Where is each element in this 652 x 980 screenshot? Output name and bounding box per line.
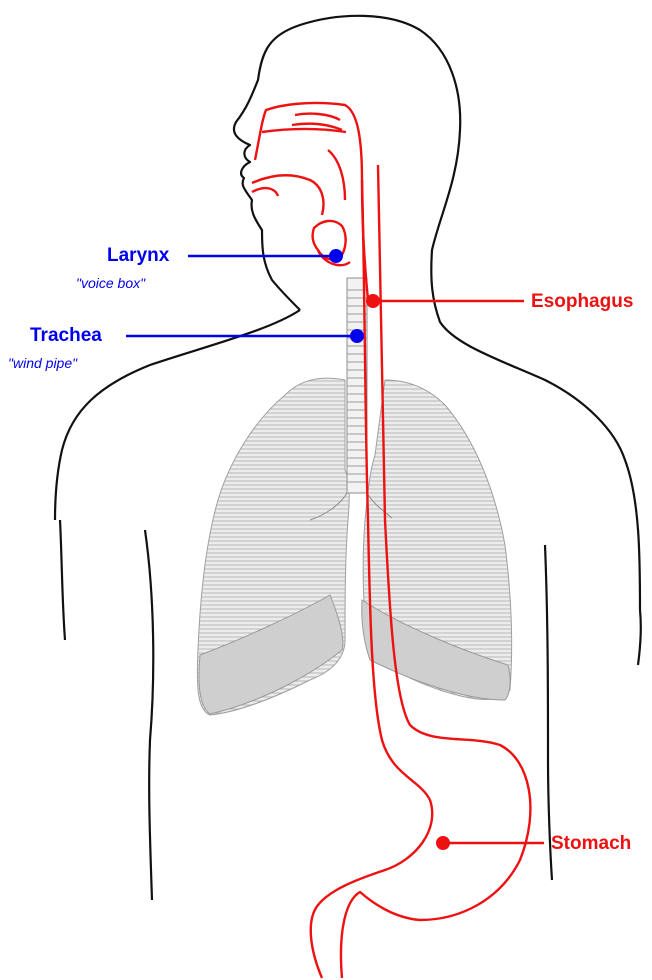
- left-arm-line: [60, 520, 65, 640]
- larynx-note: "voice box": [76, 276, 145, 290]
- upper-airway-red: [252, 103, 368, 300]
- esophagus-marker: [366, 294, 380, 308]
- larynx-marker: [329, 249, 343, 263]
- esophagus-label: Esophagus: [531, 292, 633, 311]
- trachea-label: Trachea: [30, 326, 102, 345]
- larynx-label: Larynx: [107, 246, 169, 265]
- right-torso-line: [545, 545, 552, 880]
- left-torso-line: [145, 530, 153, 900]
- trachea-marker: [350, 329, 364, 343]
- stomach-label: Stomach: [551, 834, 631, 853]
- stomach-marker: [436, 836, 450, 850]
- trachea-note: "wind pipe": [8, 356, 77, 370]
- right-arm-line: [638, 610, 641, 665]
